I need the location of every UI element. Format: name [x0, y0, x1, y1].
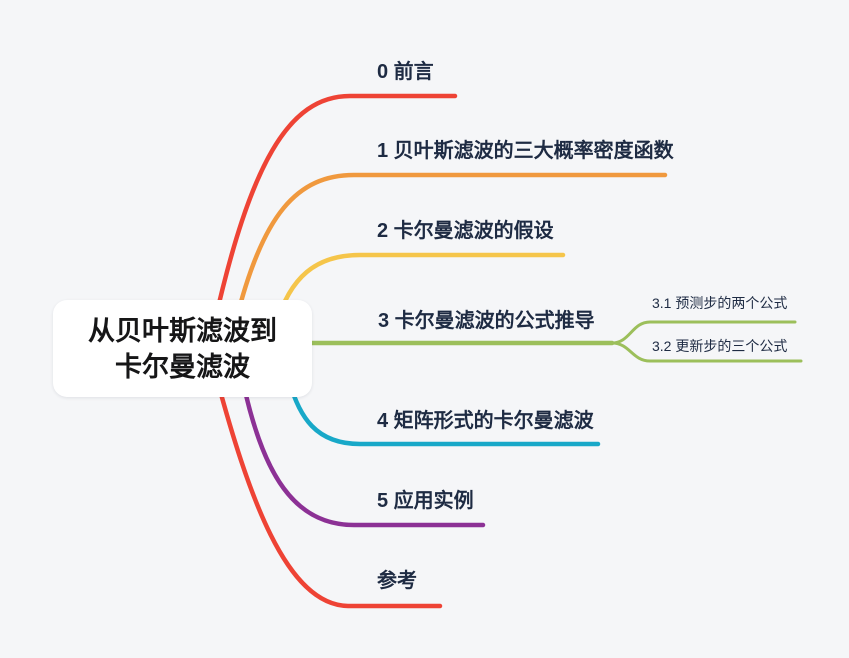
- branch-label-6-references[interactable]: 参考: [377, 570, 417, 592]
- connector-line: [212, 369, 443, 609]
- subtopic-label-3-1-prediction-step[interactable]: 3.1 预测步的两个公式: [652, 295, 788, 311]
- branch-label-0-preface[interactable]: 0 前言: [377, 61, 434, 83]
- connector-line: [610, 341, 803, 363]
- central-topic-node[interactable]: 从贝叶斯滤波到 卡尔曼滤波: [53, 300, 312, 397]
- branch-label-5-application-examples[interactable]: 5 应用实例: [377, 490, 474, 512]
- branch-label-1-bayes-pdfs[interactable]: 1 贝叶斯滤波的三大概率密度函数: [377, 140, 674, 162]
- connector-line: [232, 172, 668, 328]
- branch-label-2-kalman-assumptions[interactable]: 2 卡尔曼滤波的假设: [377, 220, 554, 242]
- subtopic-label-3-2-update-step[interactable]: 3.2 更新步的三个公式: [652, 338, 788, 354]
- central-topic-line2: 卡尔曼滤波: [115, 351, 250, 382]
- branch-label-3-kalman-derivation[interactable]: 3 卡尔曼滤波的公式推导: [378, 310, 595, 332]
- connector-line: [211, 93, 458, 328]
- central-topic-line1: 从贝叶斯滤波到: [88, 315, 277, 346]
- connector-line: [238, 369, 486, 528]
- branch-label-4-matrix-kalman[interactable]: 4 矩阵形式的卡尔曼滤波: [377, 410, 594, 432]
- connector-line: [284, 369, 601, 447]
